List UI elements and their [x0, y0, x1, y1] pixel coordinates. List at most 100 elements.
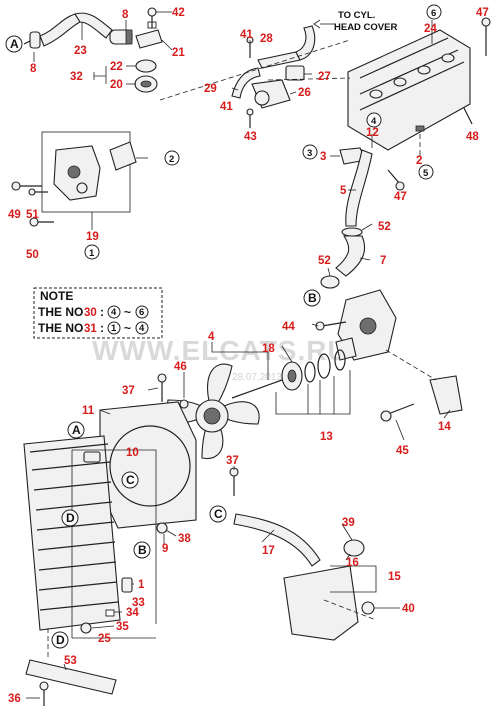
- callout-5: 5: [340, 185, 347, 197]
- drain-cock-34: [105, 609, 115, 617]
- overflow-hose-17: [233, 513, 321, 567]
- nut-40: [361, 601, 375, 615]
- callout-29: 29: [204, 83, 217, 95]
- callout-17: 17: [262, 545, 275, 557]
- callout-25: 25: [98, 633, 111, 645]
- note-row1-number: 30: [84, 307, 97, 319]
- callout-51: 51: [26, 209, 39, 221]
- callout-15: 15: [388, 571, 401, 583]
- callout-38: 38: [178, 533, 191, 545]
- callout-50: 50: [26, 249, 39, 261]
- callout-41a: 41: [240, 29, 253, 41]
- callout-47a: 47: [476, 7, 489, 19]
- callout-53: 53: [64, 655, 77, 667]
- reservoir-group: C: [209, 505, 377, 641]
- callout-18: 18: [262, 343, 275, 355]
- callout-52b: 52: [318, 255, 331, 267]
- note-box: NOTE THE NO 30 : 4 ~ 6 THE NO 31 : 1 ~ 4: [33, 287, 163, 339]
- note-row1-prefix: THE NO: [38, 305, 83, 319]
- note-row2-prefix: THE NO: [38, 321, 83, 335]
- ref-letter-B1: B: [308, 291, 317, 305]
- callout-19: 19: [86, 231, 99, 243]
- circle-ref-3: 3: [307, 148, 312, 159]
- header-line2: HEAD COVER: [334, 22, 397, 33]
- callout-42: 42: [172, 7, 185, 19]
- callout-22: 22: [110, 61, 123, 73]
- bolt-48: [463, 107, 473, 125]
- callout-39: 39: [342, 517, 355, 529]
- cushion-38: [156, 522, 168, 534]
- callout-7: 7: [380, 255, 386, 267]
- callout-14: 14: [438, 421, 451, 433]
- coolant-pipes: [320, 147, 405, 289]
- callout-48: 48: [466, 131, 479, 143]
- gasket-22: [135, 59, 157, 73]
- circle-ref-1: 1: [89, 248, 95, 259]
- note-row2-from: 1: [111, 323, 117, 334]
- note-title: NOTE: [40, 289, 73, 303]
- callout-1: 1: [138, 579, 145, 591]
- watermark-date: 28.07.2013: [232, 372, 282, 383]
- callout-32: 32: [70, 71, 83, 83]
- svg-text::: :: [100, 321, 104, 335]
- circle-ref-4: 4: [371, 116, 377, 127]
- reservoir-cap-16: [343, 539, 365, 557]
- callout-8b: 8: [122, 9, 129, 21]
- gasket-27: [285, 65, 305, 81]
- bracket-14: [429, 375, 463, 415]
- callout-37a: 37: [122, 385, 135, 397]
- callout-26: 26: [298, 87, 311, 99]
- callout-8a: 8: [30, 63, 37, 75]
- callout-4: 4: [208, 331, 215, 343]
- water-pump-fan-group: [157, 289, 463, 460]
- callout-23: 23: [74, 45, 87, 57]
- gasket-3: [109, 141, 137, 171]
- note-row1-to: 6: [139, 307, 144, 318]
- callout-47b: 47: [394, 191, 407, 203]
- callout-36: 36: [8, 693, 21, 705]
- ref-letter-C2: C: [214, 507, 223, 521]
- drain-plug-1: [121, 577, 133, 593]
- callout-41b: 41: [220, 101, 233, 113]
- svg-text:~: ~: [124, 321, 131, 335]
- header-line1: TO CYL.: [338, 10, 375, 21]
- radiator-cap-10: [83, 451, 101, 463]
- note-row1-from: 4: [111, 307, 117, 318]
- pipe-5: [345, 149, 373, 227]
- callout-2: 2: [416, 155, 422, 167]
- callout-16: 16: [346, 557, 359, 569]
- svg-text::: :: [100, 305, 104, 319]
- callout-52a: 52: [378, 221, 391, 233]
- lower-bracket-53: [25, 628, 117, 706]
- ref-letter-C1: C: [126, 473, 135, 487]
- callout-20: 20: [110, 79, 123, 91]
- callout-27: 27: [318, 71, 331, 83]
- callout-12: 12: [366, 127, 379, 139]
- ref-A-circle: [5, 35, 23, 53]
- callout-35: 35: [116, 621, 129, 633]
- hose-7: [335, 235, 366, 277]
- watermark-text: WWW.ELCATS.RU: [92, 335, 349, 366]
- circle-ref-6: 6: [431, 8, 436, 19]
- ref-letter-B2: B: [138, 543, 147, 557]
- ref-letter-A1: A: [10, 37, 19, 51]
- callout-13: 13: [320, 431, 333, 443]
- bushing-35: [80, 622, 92, 634]
- callout-37b: 37: [226, 455, 239, 467]
- circle-ref-5: 5: [423, 168, 429, 179]
- bolt-45: [387, 403, 415, 415]
- callout-24: 24: [424, 23, 437, 35]
- bypass-hose-29: [231, 67, 261, 99]
- circle-ref-2: 2: [169, 154, 174, 165]
- callout-46: 46: [174, 361, 187, 373]
- pump-housing-19-group: [11, 131, 137, 227]
- note-row2-number: 31: [84, 323, 97, 335]
- callout-34: 34: [126, 607, 139, 619]
- callout-28: 28: [260, 33, 273, 45]
- hose-clamp-8: [29, 31, 41, 49]
- callout-40: 40: [402, 603, 415, 615]
- ref-letter-A2: A: [72, 423, 81, 437]
- clamp-52b: [320, 275, 340, 289]
- upper-hose-23: [39, 13, 81, 47]
